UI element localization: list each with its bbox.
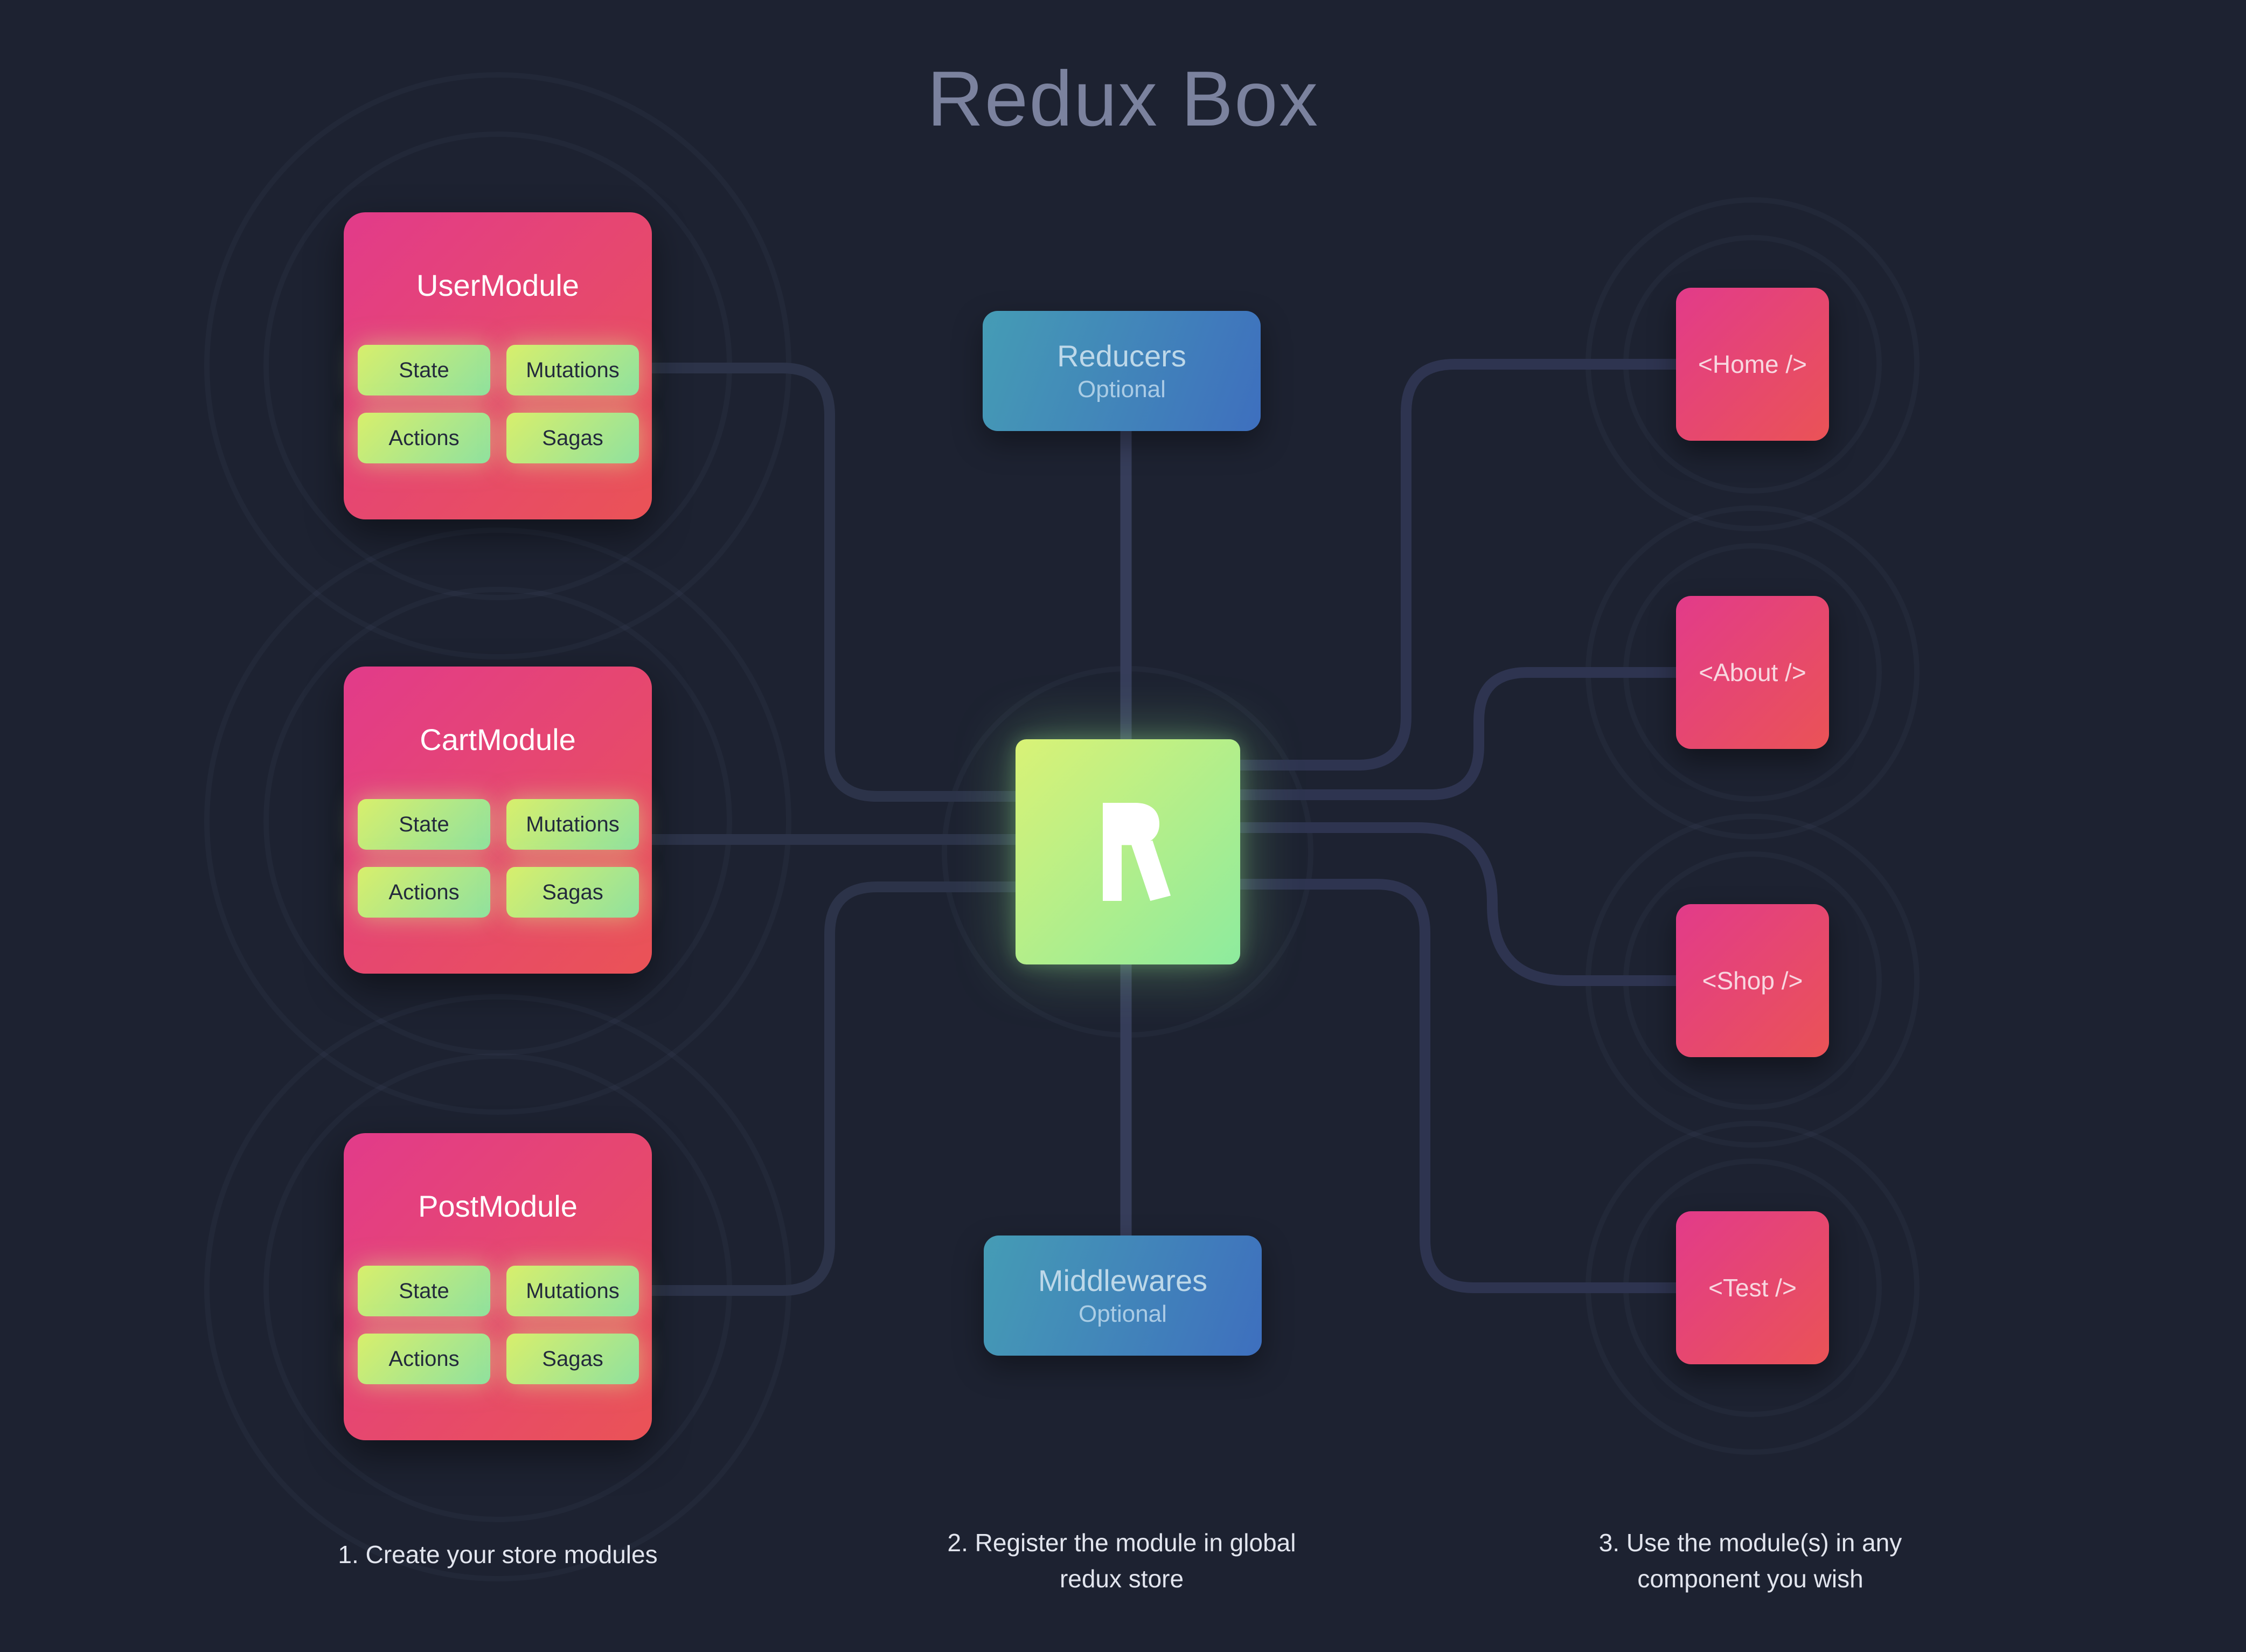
reducers-label: Reducers [1057,338,1186,373]
component-card-home: <Home /> [1676,288,1829,441]
module-card-post: PostModule State Mutations Actions Sagas [344,1133,652,1440]
module-chip-grid: State Mutations Actions Sagas [358,799,639,918]
component-label: <Test /> [1708,1274,1797,1302]
background-ring [204,527,791,1115]
redux-r-logo-icon [1102,803,1171,901]
chip-state: State [358,1266,490,1316]
component-label: <Shop /> [1702,967,1803,995]
chip-state: State [358,345,490,395]
chip-state: State [358,799,490,850]
chip-sagas: Sagas [506,867,639,918]
module-chip-grid: State Mutations Actions Sagas [358,1266,639,1384]
caption-step-2: 2. Register the module in global redux s… [947,1529,1296,1593]
chip-mutations: Mutations [506,799,639,850]
chip-actions: Actions [358,413,490,463]
connector-store-home [1230,359,1686,771]
page-title: Redux Box [927,55,1319,142]
component-card-about: <About /> [1676,596,1829,749]
component-card-test: <Test /> [1676,1211,1829,1364]
module-title: PostModule [418,1189,578,1223]
chip-mutations: Mutations [506,345,639,395]
middlewares-sublabel: Optional [1079,1300,1167,1327]
module-card-user: UserModule State Mutations Actions Sagas [344,212,652,519]
module-title: CartModule [420,723,576,756]
module-title: UserModule [416,268,579,302]
background-ring [263,587,732,1056]
component-card-shop: <Shop /> [1676,904,1829,1057]
chip-actions: Actions [358,1334,490,1384]
chip-mutations: Mutations [506,1266,639,1316]
connector-store-about [1230,667,1686,800]
reducers-sublabel: Optional [1077,376,1166,402]
module-chip-grid: State Mutations Actions Sagas [358,345,639,463]
connector-store-shop [1230,822,1686,986]
component-label: <Home /> [1698,350,1807,378]
chip-actions: Actions [358,867,490,918]
connector-store-test [1230,879,1686,1293]
redux-store-box [1016,739,1240,964]
component-label: <About /> [1699,658,1806,686]
middlewares-label: Middlewares [1038,1263,1208,1297]
chip-sagas: Sagas [506,1334,639,1384]
middlewares-box: Middlewares Optional [984,1235,1262,1356]
caption-step-3: 3. Use the module(s) in any component yo… [1598,1529,1902,1593]
module-card-cart: CartModule State Mutations Actions Sagas [344,667,652,974]
chip-sagas: Sagas [506,413,639,463]
caption-step-1: 1. Create your store modules [338,1540,658,1568]
reducers-box: Reducers Optional [983,311,1261,431]
connector-postmodule-store [644,881,1026,1296]
connector-usermodule-store [644,363,1026,802]
